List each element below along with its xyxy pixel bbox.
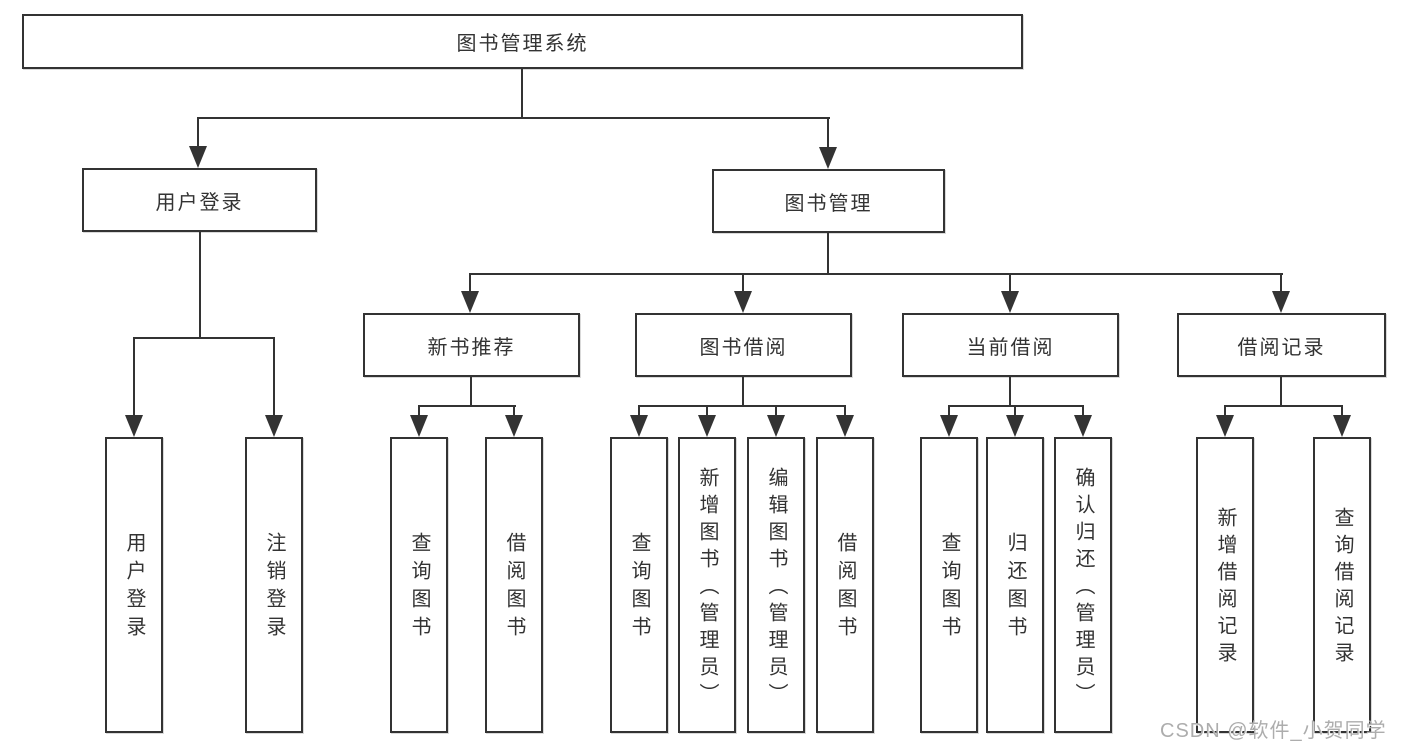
arrowhead-down-icon — [265, 415, 283, 437]
connector-line — [469, 273, 471, 293]
leaf-borrow-books-1: 借阅图书 — [485, 437, 543, 733]
node-book-management: 图书管理 — [712, 169, 945, 233]
node-borrowing-records: 借阅记录 — [1177, 313, 1386, 377]
connector-line — [1009, 377, 1011, 405]
leaf-add-borrow-record: 新增借阅记录 — [1196, 437, 1254, 733]
connector-line — [469, 273, 1283, 275]
arrowhead-down-icon — [698, 415, 716, 437]
connector-line — [638, 405, 640, 419]
connector-line — [638, 405, 846, 407]
arrowhead-down-icon — [410, 415, 428, 437]
connector-line — [513, 405, 515, 419]
leaf-add-books-admin: 新增图书（管理员） — [678, 437, 736, 733]
arrowhead-down-icon — [125, 415, 143, 437]
leaf-query-borrow-record: 查询借阅记录 — [1313, 437, 1371, 733]
connector-line — [775, 405, 777, 419]
connector-line — [827, 233, 829, 273]
arrowhead-down-icon — [630, 415, 648, 437]
connector-line — [1224, 405, 1226, 419]
node-user-login: 用户登录 — [82, 168, 317, 232]
arrowhead-down-icon — [1006, 415, 1024, 437]
connector-line — [948, 405, 950, 419]
node-book-borrowing: 图书借阅 — [635, 313, 852, 377]
leaf-logout: 注销登录 — [245, 437, 303, 733]
connector-line — [742, 273, 744, 293]
arrowhead-down-icon — [189, 146, 207, 168]
leaf-query-books-2: 查询图书 — [610, 437, 668, 733]
connector-line — [706, 405, 708, 419]
connector-line — [948, 405, 1084, 407]
connector-line — [844, 405, 846, 419]
leaf-confirm-return-admin: 确认归还（管理员） — [1054, 437, 1112, 733]
arrowhead-down-icon — [505, 415, 523, 437]
connector-line — [827, 117, 829, 149]
connector-line — [1014, 405, 1016, 419]
csdn-watermark: CSDN @软件_小贺同学 — [1160, 720, 1387, 742]
arrowhead-down-icon — [1074, 415, 1092, 437]
leaf-return-books: 归还图书 — [986, 437, 1044, 733]
connector-line — [199, 232, 201, 337]
connector-line — [197, 117, 199, 149]
connector-line — [418, 405, 516, 407]
connector-line — [1280, 377, 1282, 405]
leaf-query-books-1: 查询图书 — [390, 437, 448, 733]
node-root: 图书管理系统 — [22, 14, 1023, 69]
arrowhead-down-icon — [1216, 415, 1234, 437]
connector-line — [418, 405, 420, 419]
leaf-user-login: 用户登录 — [105, 437, 163, 733]
connector-line — [273, 337, 275, 417]
arrowhead-down-icon — [1272, 291, 1290, 313]
connector-line — [1082, 405, 1084, 419]
connector-line — [133, 337, 275, 339]
node-current-borrowing: 当前借阅 — [902, 313, 1119, 377]
arrowhead-down-icon — [461, 291, 479, 313]
node-new-book-recommend: 新书推荐 — [363, 313, 580, 377]
connector-line — [742, 377, 744, 405]
connector-line — [521, 69, 523, 117]
connector-line — [197, 117, 830, 119]
arrowhead-down-icon — [1333, 415, 1351, 437]
arrowhead-down-icon — [767, 415, 785, 437]
arrowhead-down-icon — [819, 147, 837, 169]
arrowhead-down-icon — [940, 415, 958, 437]
arrowhead-down-icon — [836, 415, 854, 437]
connector-line — [1280, 273, 1282, 293]
connector-line — [1341, 405, 1343, 419]
connector-line — [1009, 273, 1011, 293]
leaf-query-books-3: 查询图书 — [920, 437, 978, 733]
arrowhead-down-icon — [1001, 291, 1019, 313]
leaf-borrow-books-2: 借阅图书 — [816, 437, 874, 733]
connector-line — [1224, 405, 1343, 407]
connector-line — [470, 377, 472, 405]
leaf-edit-books-admin: 编辑图书（管理员） — [747, 437, 805, 733]
connector-line — [133, 337, 135, 417]
arrowhead-down-icon — [734, 291, 752, 313]
